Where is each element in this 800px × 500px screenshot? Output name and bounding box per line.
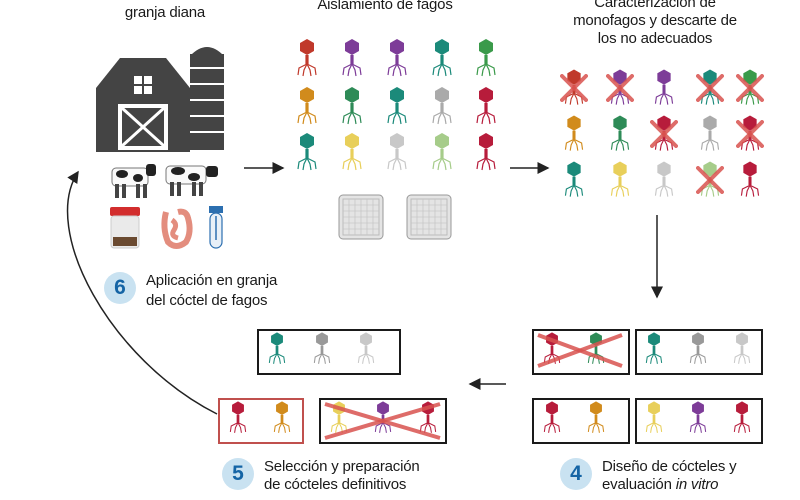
swab-tube-icon — [209, 206, 223, 249]
characterization-title-line3: los no adecuados — [597, 30, 713, 47]
phage-icon — [357, 332, 375, 364]
phage-icon — [689, 332, 707, 364]
sample-jar-icon — [110, 207, 140, 249]
phage-icon — [229, 401, 247, 433]
cow-icon — [111, 164, 156, 198]
step-5-label-line2: de cócteles definitivos — [264, 476, 407, 493]
discard-cross-icon — [560, 74, 588, 102]
phage-icon — [740, 161, 760, 197]
petri-plate-icon — [338, 194, 384, 240]
phage-icon — [587, 401, 605, 433]
cow-icon — [165, 165, 218, 196]
phage-icon — [342, 39, 362, 77]
step-5-label-line1: Selección y preparación — [264, 458, 420, 475]
phage-icon — [387, 87, 407, 125]
farm-title: granja diana — [124, 4, 206, 21]
phage-icon — [610, 115, 630, 151]
phage-icon — [654, 69, 674, 105]
discard-cross-icon — [696, 74, 724, 102]
selected-cocktail-box — [218, 398, 304, 444]
step-6-label-line1: Aplicación en granja — [146, 272, 278, 289]
phage-icon — [654, 161, 674, 197]
phage-icon — [387, 133, 407, 171]
phage-icon — [432, 87, 452, 125]
phage-icon — [297, 87, 317, 125]
step-4-label-line1: Diseño de cócteles y — [602, 458, 737, 475]
discard-cross-icon — [537, 333, 623, 368]
intestine-icon — [161, 208, 193, 249]
phage-icon — [273, 401, 291, 433]
discard-cross-icon — [650, 120, 678, 148]
phage-icon — [733, 401, 751, 433]
phage-icon — [564, 115, 584, 151]
discard-cross-icon — [736, 120, 764, 148]
phage-icon — [733, 332, 751, 364]
barn-icon — [96, 47, 224, 152]
phage-icon — [476, 87, 496, 125]
phage-icon — [342, 87, 362, 125]
phage-icon — [268, 332, 286, 364]
phage-icon — [476, 39, 496, 77]
phage-icon — [564, 161, 584, 197]
phage-icon — [297, 133, 317, 171]
phage-icon — [342, 133, 362, 171]
characterization-title-line1: Caracterización de — [594, 0, 716, 11]
phage-icon — [297, 39, 317, 77]
step-5-number: 5 — [222, 458, 254, 490]
phage-icon — [476, 133, 496, 171]
phage-icon — [610, 161, 630, 197]
phage-icon — [645, 401, 663, 433]
phage-icon — [645, 332, 663, 364]
petri-plate-icon — [406, 194, 452, 240]
characterization-title-line2: monofagos y descarte de — [573, 12, 737, 29]
phage-icon — [432, 39, 452, 77]
step-4-label-line2: evaluación in vitro — [602, 476, 719, 493]
arrow-selection-to-farm — [66, 170, 218, 415]
discard-cross-icon — [736, 74, 764, 102]
phage-icon — [313, 332, 331, 364]
discard-cross-icon — [324, 402, 441, 440]
phage-icon — [387, 39, 407, 77]
isolation-title: Aislamiento de fagos — [317, 0, 453, 13]
discard-cross-icon — [696, 166, 724, 194]
step-6-number: 6 — [104, 272, 136, 304]
phage-icon — [432, 133, 452, 171]
phage-icon — [700, 115, 720, 151]
discard-cross-icon — [606, 74, 634, 102]
phage-icon — [689, 401, 707, 433]
step-4-number: 4 — [560, 458, 592, 490]
phage-icon — [543, 401, 561, 433]
step-6-label-line2: del cóctel de fagos — [146, 292, 268, 309]
